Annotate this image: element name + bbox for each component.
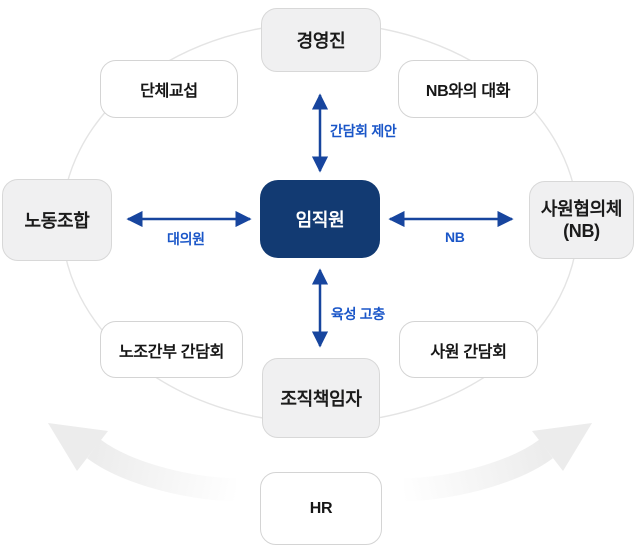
employee-council-line2: (NB) bbox=[563, 221, 600, 241]
node-employee-council: 사원협의체 (NB) bbox=[529, 181, 634, 259]
link-label-meeting-proposal: 간담회 제안 bbox=[330, 123, 397, 139]
swoosh-arrow-right bbox=[403, 423, 592, 502]
link-label-development-grievance: 육성 고충 bbox=[331, 306, 385, 322]
node-labor-union: 노동조합 bbox=[2, 179, 112, 261]
node-management: 경영진 bbox=[261, 8, 381, 72]
node-employee-meeting: 사원 간담회 bbox=[399, 321, 538, 378]
employee-council-line1: 사원협의체 bbox=[540, 198, 623, 219]
swoosh-arrow-left bbox=[48, 423, 237, 502]
link-label-delegate: 대의원 bbox=[167, 231, 205, 247]
node-nb-dialogue: NB와의 대화 bbox=[398, 60, 538, 118]
node-collective-bargaining: 단체교섭 bbox=[100, 60, 238, 118]
node-org-leader: 조직책임자 bbox=[262, 358, 380, 438]
node-employees-center: 임직원 bbox=[260, 180, 380, 258]
node-hr: HR bbox=[260, 472, 382, 545]
node-union-leaders-meeting: 노조간부 간담회 bbox=[100, 321, 243, 378]
link-label-nb: NB bbox=[445, 229, 465, 245]
